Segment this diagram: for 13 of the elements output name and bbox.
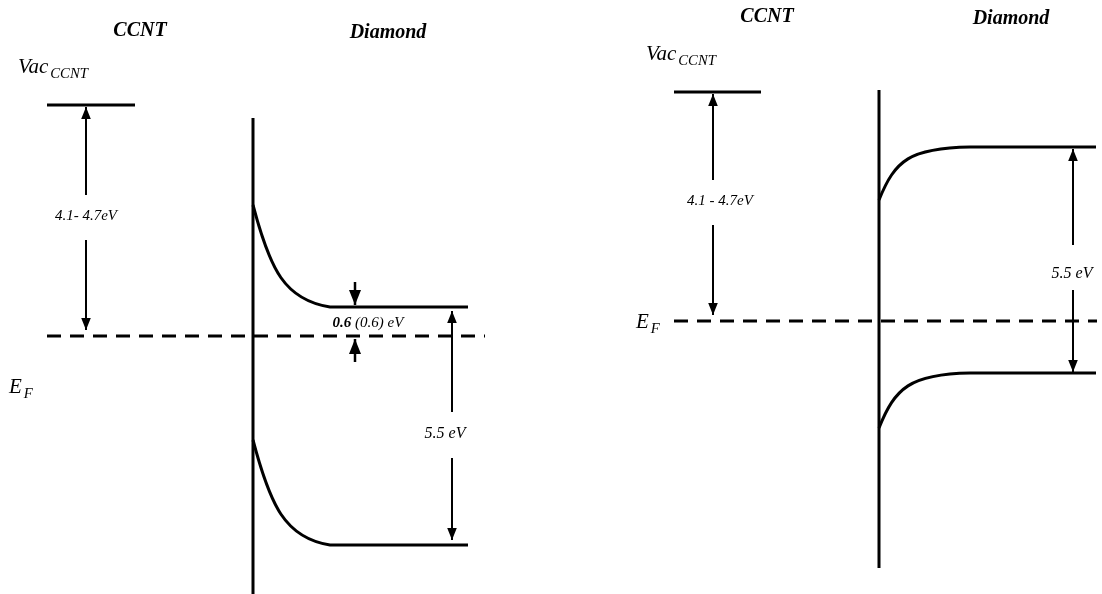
column-heading: Diamond [972,6,1050,28]
level-label: E$_{F}$ [636,310,660,334]
level-label: Vac$_{CCNT}$ [18,55,88,79]
energy-label: 5.5 eV [424,424,466,442]
column-heading: CCNT [113,18,167,40]
energy-label: 4.1 - 4.7eV [687,192,753,209]
column-heading: Diamond [349,20,427,42]
energy-label: 0.6 (0.6) eV [332,314,404,331]
level-label: Vac$_{CCNT}$ [646,42,716,66]
energy-label: 4.1- 4.7eV [54,207,118,224]
column-heading: CCNT [740,4,794,26]
energy-label: 5.5 eV [1051,264,1093,282]
level-label: E$_{F}$ [9,375,33,399]
